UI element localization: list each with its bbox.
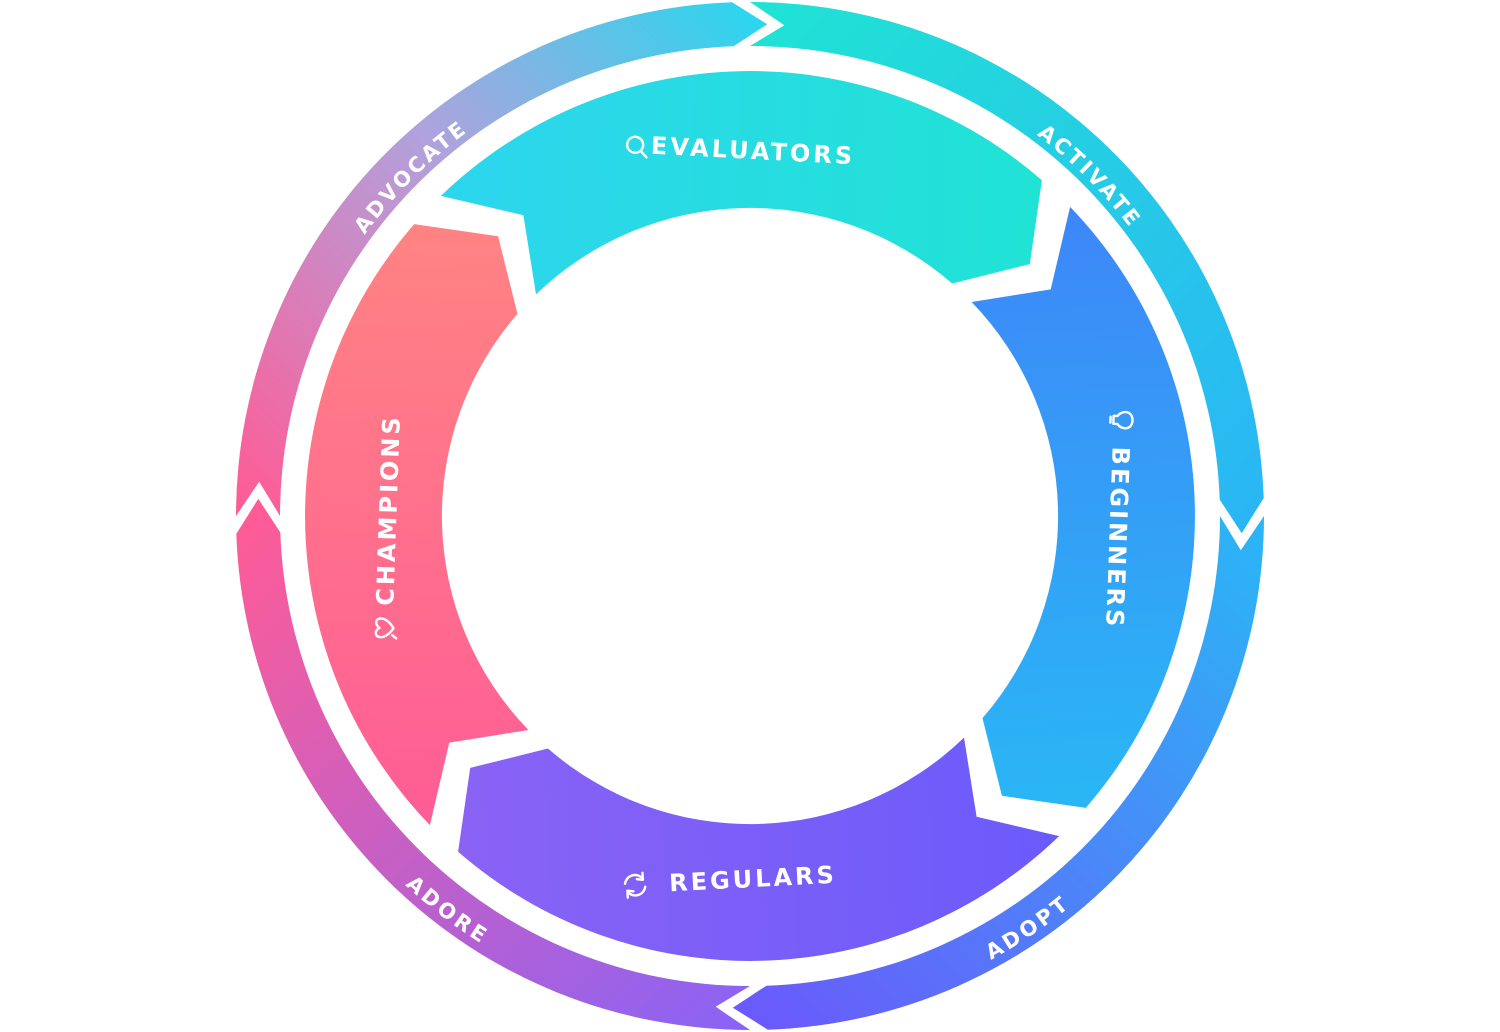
lightbulb-icon — [1109, 410, 1134, 430]
inner-segment-evaluators — [440, 71, 1042, 295]
outer-segment-advocate — [236, 2, 768, 517]
inner-ring — [305, 71, 1195, 961]
inner-segment-regulars — [458, 737, 1060, 961]
outer-segment-activate — [750, 1, 1264, 534]
refresh-icon — [623, 871, 647, 899]
inner-label-group-beginners: BEGINNERS — [1100, 410, 1135, 630]
search-icon — [625, 135, 648, 159]
outer-segment-adopt — [732, 516, 1264, 1030]
inner-label-beginners: BEGINNERS — [1100, 446, 1134, 630]
inner-segment-champions — [305, 224, 529, 826]
inner-segment-beginners — [971, 206, 1195, 808]
heart-chat-icon — [374, 617, 398, 640]
outer-segment-adore — [236, 498, 751, 1030]
inner-label-champions: CHAMPIONS — [371, 414, 406, 606]
inner-label-group-champions: CHAMPIONS — [371, 414, 406, 640]
outer-ring — [236, 1, 1264, 1030]
